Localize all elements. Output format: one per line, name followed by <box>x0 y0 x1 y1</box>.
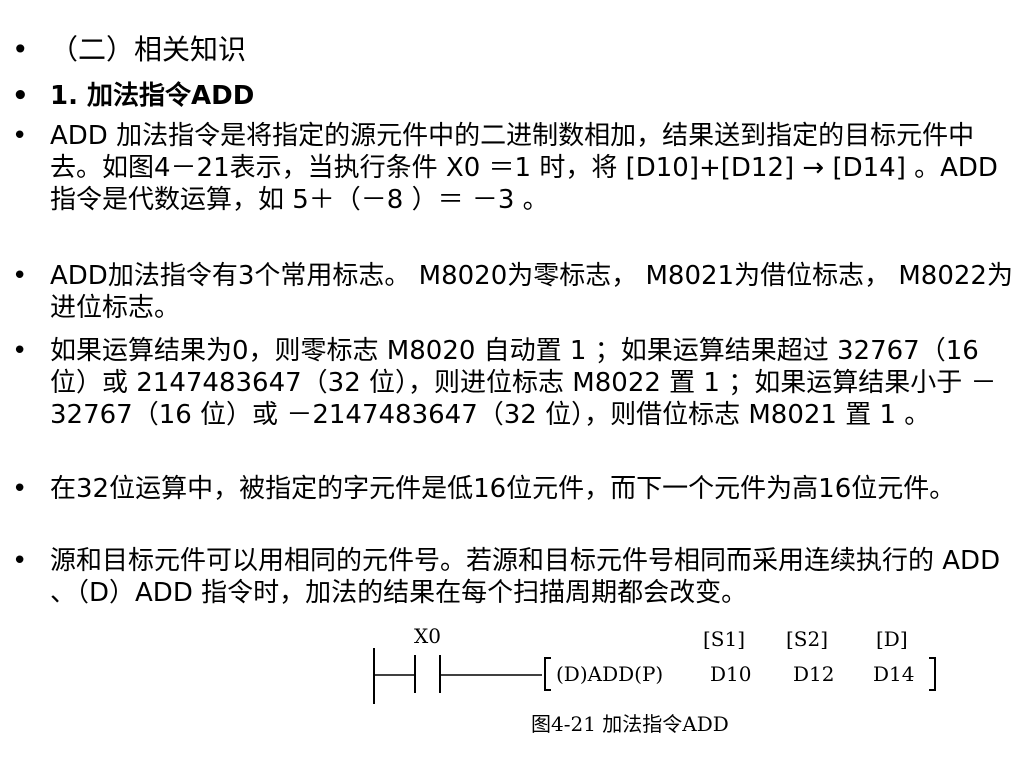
bullet-dot: • <box>12 81 29 111</box>
bullet-section-title: • （二）相关知识 <box>12 33 247 66</box>
bullet-dot: • <box>12 474 28 504</box>
bullet-dot: • <box>12 546 28 576</box>
bullet-same-element: • 源和目标元件可以用相同的元件号。若源和目标元件号相同而采用连续执行的 ADD… <box>12 546 1001 608</box>
bullet-32bit: • 在32位运算中，被指定的字元件是低16位元件，而下一个元件为高16位元件。 <box>12 474 956 504</box>
instruction-right-bracket <box>929 657 936 691</box>
figure-caption: 图4-21 加法指令ADD <box>531 712 729 736</box>
bullet-flags: • ADD加法指令有3个常用标志。 M8020为零标志， M8021为借位标志，… <box>12 261 1013 323</box>
operand-s2-label: [S2] <box>786 627 828 651</box>
bullet-dot: • <box>12 121 28 151</box>
operand-s2-value: D12 <box>793 662 834 686</box>
bullet-dot: • <box>12 33 29 66</box>
instruction-name: (D)ADD(P) <box>556 662 663 686</box>
bullet-flag-rules: • 如果运算结果为0，则零标志 M8020 自动置 1 ；如果运算结果超过 32… <box>12 336 997 430</box>
operand-s1-value: D10 <box>710 662 751 686</box>
operand-d-value: D14 <box>873 662 914 686</box>
instruction-left-bracket <box>544 657 551 691</box>
bullet-heading: • 1. 加法指令ADD <box>12 81 255 111</box>
contact-label: X0 <box>414 624 441 648</box>
bullet-dot: • <box>12 336 28 366</box>
operand-d-label: [D] <box>876 627 908 651</box>
bullet-add-description: • ADD 加法指令是将指定的源元件中的二进制数相加，结果送到指定的目标元件中去… <box>12 121 998 215</box>
bullet-dot: • <box>12 261 28 291</box>
operand-s1-label: [S1] <box>703 627 745 651</box>
